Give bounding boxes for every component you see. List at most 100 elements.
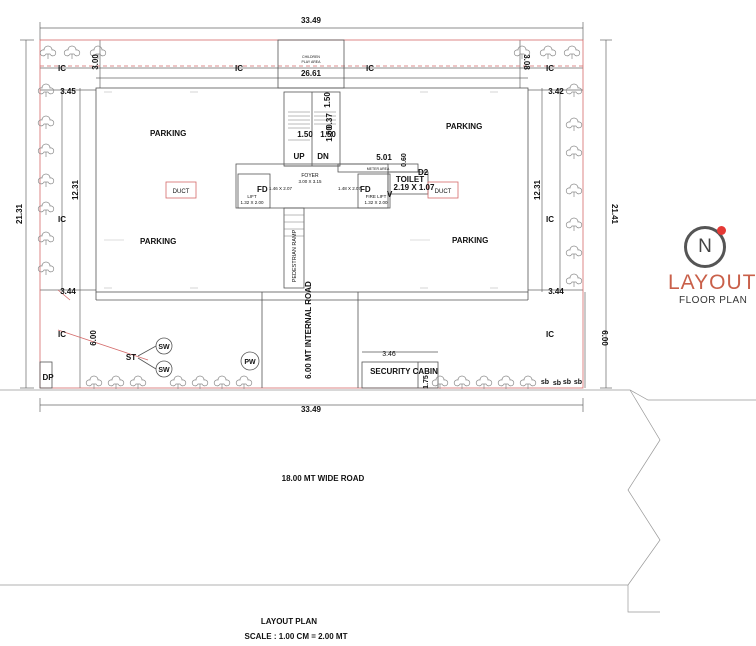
toilet-d2: D2 <box>418 168 429 177</box>
stair-up: UP <box>293 152 305 161</box>
tree-icon <box>169 375 187 389</box>
foyer-label: FOYER <box>301 173 319 179</box>
tree-icon <box>565 83 583 97</box>
tree-icon <box>37 115 55 129</box>
parking-top-right: PARKING <box>446 122 482 131</box>
dim-left-building-depth: 12.31 <box>71 179 80 200</box>
tree-icon <box>107 375 125 389</box>
trees <box>37 45 583 389</box>
dim-left-front-setback: 6.00 <box>89 330 98 346</box>
dp-label: DP <box>42 373 54 382</box>
tree-icon <box>37 261 55 275</box>
pw-label: PW <box>244 359 256 366</box>
tree-icon <box>63 45 81 59</box>
dim-right-building-depth: 12.31 <box>533 179 542 200</box>
fd-right: FD <box>360 185 371 194</box>
tree-icon <box>129 375 147 389</box>
dim-stair-037: 0.37 <box>325 113 334 129</box>
tree-icon <box>37 201 55 215</box>
lift-outer-size: 1.46 X 2.07 <box>269 186 293 191</box>
st-label: ST <box>126 353 136 362</box>
fire-lift-label: FIRE LIFT <box>366 194 387 199</box>
sw-top: SW <box>158 344 170 351</box>
dim-stair-150-b: 1.50 <box>320 130 336 139</box>
tree-icon <box>37 173 55 187</box>
fire-lift-size: 1.32 X 2.00 <box>364 200 388 205</box>
logo-title: LAYOUT <box>668 271 756 294</box>
dim-top-width: 33.49 <box>301 16 322 25</box>
dim-bottom-width: 33.49 <box>301 405 322 414</box>
ic-bottom-right: IC <box>546 330 554 339</box>
plan-labels: 33.49 33.49 26.61 21.31 21.41 3.00 3.08 … <box>15 16 619 641</box>
ic-top-right: IC <box>546 64 554 73</box>
tree-icon <box>85 375 103 389</box>
meter-area: METER AREA <box>367 167 390 171</box>
lift-size: 1.32 X 2.00 <box>240 200 264 205</box>
internal-road: 6.00 MT INTERNAL ROAD <box>304 281 313 379</box>
dim-cabin-width: 3.46 <box>382 351 396 358</box>
tree-icon <box>565 145 583 159</box>
fire-lift-outer-size: 1.48 X 2.07 <box>338 186 362 191</box>
sw-bottom: SW <box>158 367 170 374</box>
dim-right-top-setback: 3.08 <box>522 54 531 70</box>
dim-inner-width: 26.61 <box>301 69 322 78</box>
tree-icon <box>213 375 231 389</box>
ic-mid-left: IC <box>58 215 66 224</box>
tree-icon <box>539 45 557 59</box>
parking-bottom-right: PARKING <box>452 236 488 245</box>
tree-icon <box>563 45 581 59</box>
logo-subtitle: FLOOR PLAN <box>679 295 748 306</box>
tree-icon <box>89 45 107 59</box>
sb-4: sb <box>574 379 582 386</box>
tree-icon <box>475 375 493 389</box>
tree-icon <box>39 45 57 59</box>
sb-2: sb <box>553 380 561 387</box>
dim-right-side-setback: 3.42 <box>548 87 564 96</box>
sb-3: sb <box>563 379 571 386</box>
lift-label: LIFT <box>247 194 257 199</box>
tree-icon <box>565 273 583 287</box>
duct-left: DUCT <box>173 189 190 195</box>
tree-icon <box>497 375 515 389</box>
ic-top-left: IC <box>58 64 66 73</box>
brand-logo-icon: N <box>684 226 728 268</box>
tree-icon <box>565 117 583 131</box>
fd-left: FD <box>257 185 268 194</box>
stair-dn: DN <box>317 152 329 161</box>
ic-top-center-right: IC <box>366 64 374 73</box>
dim-stair-150-vertical-2: 1.50 <box>325 126 334 142</box>
tree-icon <box>513 45 531 59</box>
vent-v: V <box>387 190 393 199</box>
ic-top-center-left: IC <box>235 64 243 73</box>
sb-1: sb <box>541 379 549 386</box>
foyer-size: 3.00 X 3.15 <box>298 179 322 184</box>
tree-icon <box>565 183 583 197</box>
parking-top-left: PARKING <box>150 129 186 138</box>
tree-icon <box>431 375 449 389</box>
dim-left-height: 21.31 <box>15 203 24 224</box>
ic-mid-right: IC <box>546 215 554 224</box>
dim-toilet-width: 5.01 <box>376 153 392 162</box>
dim-stair-150-vertical: 1.50 <box>323 92 332 108</box>
parking-bottom-left: PARKING <box>140 237 176 246</box>
wide-road: 18.00 MT WIDE ROAD <box>282 474 365 483</box>
security-cabin: SECURITY CABIN <box>370 367 438 376</box>
dim-right-bottom-side: 3.44 <box>548 287 564 296</box>
toilet-size: 2.19 X 1.07 <box>394 183 435 192</box>
dim-left-top-setback: 3.00 <box>91 54 100 70</box>
tree-icon <box>37 231 55 245</box>
children-play-line1: CHILDREN <box>302 55 320 59</box>
dim-left-bottom-side: 3.44 <box>60 287 76 296</box>
dim-stair-150-a: 1.50 <box>297 130 313 139</box>
logo-letter: N <box>698 236 712 257</box>
pedestrian-ramp: PEDESTRIAN RAMP <box>292 229 298 282</box>
building-footprint <box>39 39 529 389</box>
toilet-label: TOILET <box>396 175 424 184</box>
children-play-line2: PLAY AREA <box>302 60 322 64</box>
tree-icon <box>565 245 583 259</box>
utility-symbols <box>137 337 260 378</box>
dimension-lines <box>20 22 612 412</box>
tree-icon <box>37 83 55 97</box>
ic-bottom-left: IC <box>58 330 66 339</box>
